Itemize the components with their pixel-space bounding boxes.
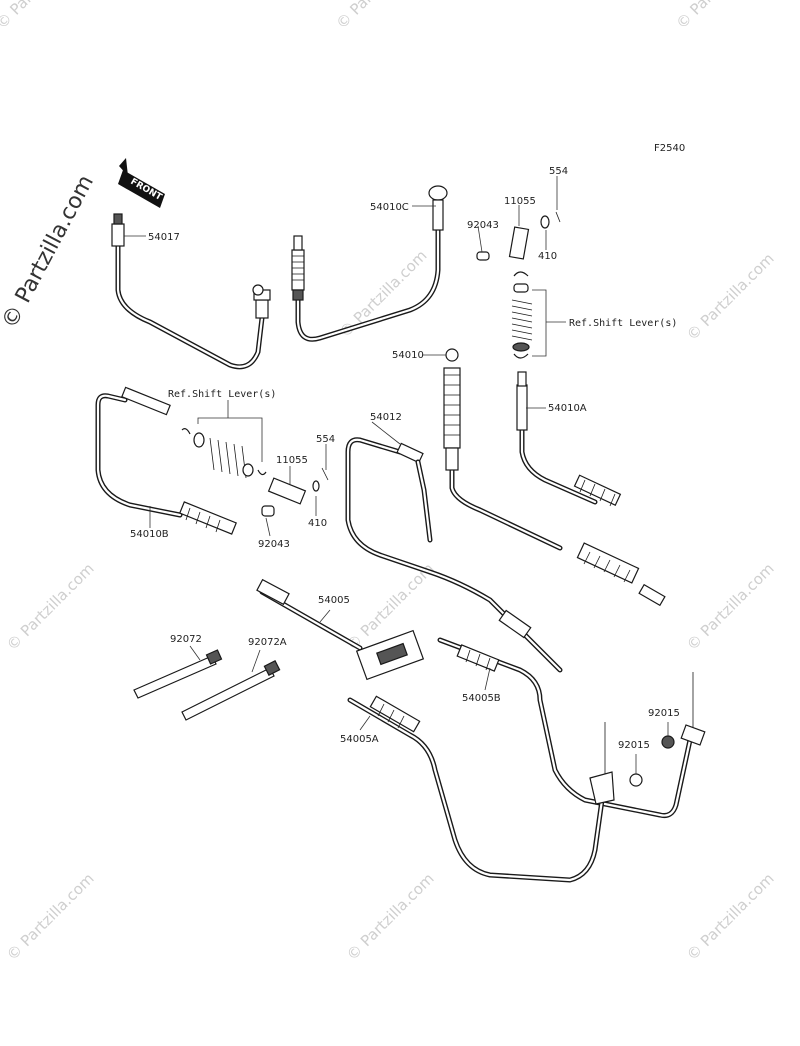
label-11055-left: 11055 xyxy=(276,455,308,466)
watermark: © Partzilla.com xyxy=(683,869,778,964)
label-54005a: 54005A xyxy=(340,734,379,745)
shift-lever-parts-left xyxy=(181,400,329,517)
cable-54005b xyxy=(437,637,706,818)
label-92072a: 92072A xyxy=(248,637,287,648)
shift-lever-parts-right xyxy=(476,211,566,359)
front-arrow-tag: FRONT xyxy=(118,158,165,208)
cable-tie-92072 xyxy=(133,649,223,699)
watermark: © Partzilla.com xyxy=(683,249,778,344)
label-54010a: 54010A xyxy=(548,403,587,414)
cable-54005 xyxy=(256,578,425,681)
nut-92015-a xyxy=(661,735,675,749)
watermark: © Partzilla.com xyxy=(3,559,98,654)
label-92043-left: 92043 xyxy=(258,539,290,550)
cable-54017 xyxy=(111,213,271,370)
label-54017: 54017 xyxy=(148,232,180,243)
partzilla-watermark: © Partzilla.com xyxy=(0,171,99,333)
label-410-left: 410 xyxy=(308,518,327,529)
figure-code: F2540 xyxy=(654,143,685,154)
cable-54010b xyxy=(95,386,237,535)
watermark: © Partzilla.com xyxy=(3,869,98,964)
watermark: © Partzilla.com xyxy=(332,0,427,33)
label-554-top: 554 xyxy=(549,166,568,177)
label-92015-b: 92015 xyxy=(618,740,650,751)
watermark: © Partzilla.com xyxy=(343,869,438,964)
label-54012: 54012 xyxy=(370,412,402,423)
nut-92015-b xyxy=(629,773,643,787)
label-54005: 54005 xyxy=(318,595,350,606)
leader-lines xyxy=(124,176,669,774)
label-92072: 92072 xyxy=(170,634,202,645)
label-ref-shift-left: Ref.Shift Lever(s) xyxy=(168,389,276,400)
label-54010c: 54010C xyxy=(370,202,409,213)
label-11055-top: 11055 xyxy=(504,196,536,207)
cable-54010c xyxy=(291,185,448,342)
cable-54005a xyxy=(347,695,615,883)
cable-54010a xyxy=(516,371,622,507)
label-54010: 54010 xyxy=(392,350,424,361)
label-410-top: 410 xyxy=(538,251,557,262)
watermark: © Partzilla.com xyxy=(683,559,778,654)
label-ref-shift-right: Ref.Shift Lever(s) xyxy=(569,318,677,329)
cable-54012 xyxy=(345,437,563,673)
label-554-left: 554 xyxy=(316,434,335,445)
label-92015-a: 92015 xyxy=(648,708,680,719)
label-92043-top: 92043 xyxy=(467,220,499,231)
label-54005b: 54005B xyxy=(462,693,501,704)
label-54010b: 54010B xyxy=(130,529,169,540)
watermark: © Partzilla.com xyxy=(672,0,767,33)
cable-54010 xyxy=(443,348,666,607)
watermark: © Partzilla.com xyxy=(0,0,87,33)
part-labels: 54017 54010C 11055 554 92043 410 Ref.Shi… xyxy=(130,166,680,751)
cable-tie-92072a xyxy=(181,660,281,721)
